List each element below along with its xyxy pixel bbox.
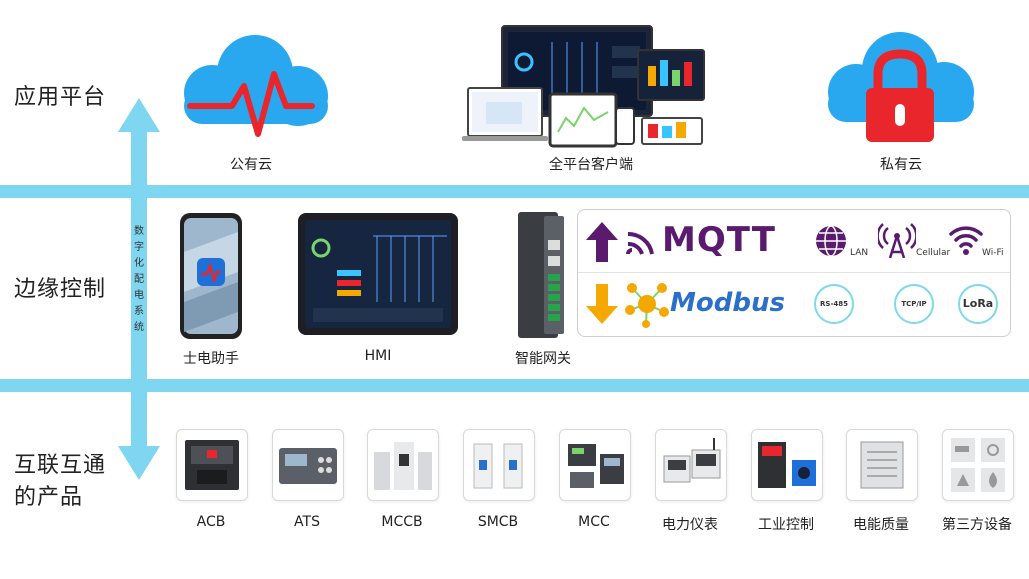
- tier-application-label: 应用平台: [14, 85, 107, 110]
- band-top: [0, 185, 1029, 198]
- acb-device-icon: [185, 440, 239, 490]
- cellular-label: Cellular: [916, 248, 951, 258]
- product-card-smcb: [463, 429, 535, 501]
- mqtt-signal-icon: [626, 231, 654, 255]
- all-platform-client-label: 全平台客户端: [549, 157, 633, 173]
- power-quality-icon: [860, 441, 904, 489]
- tablet-hmi: [298, 213, 458, 335]
- protocol-panel: MQTT LAN Cellular Wi-Fi: [577, 209, 1011, 337]
- product-card-ats: [272, 429, 344, 501]
- vertical-system-label: 数字化配电系统: [134, 226, 144, 333]
- hmi-label: HMI: [364, 348, 392, 364]
- public-cloud-label: 公有云: [230, 157, 272, 173]
- lan-label: LAN: [850, 248, 869, 258]
- rs485-badge: RS-485: [814, 284, 854, 324]
- product-label-industrial-control: 工业控制: [758, 517, 814, 533]
- product-label-power-meter: 电力仪表: [662, 517, 718, 533]
- download-arrow-icon: [586, 284, 618, 324]
- tier-products-label-2: 的产品: [14, 485, 84, 510]
- product-label-mcc: MCC: [578, 514, 610, 530]
- product-card-power-quality: [846, 429, 918, 501]
- protocol-divider: [578, 272, 1010, 273]
- product-label-power-quality: 电能质量: [853, 517, 909, 533]
- product-card-industrial-control: [751, 429, 823, 501]
- product-label-acb: ACB: [196, 514, 226, 530]
- mccb-device-icon: [374, 442, 432, 490]
- tier-products-label-1: 互联互通: [14, 453, 107, 478]
- product-label-mccb: MCCB: [381, 514, 423, 530]
- power-meter-icon: [663, 438, 721, 483]
- product-card-power-meter: [655, 429, 727, 501]
- tier-edge-label: 边缘控制: [14, 277, 107, 302]
- private-cloud-label: 私有云: [880, 157, 922, 173]
- phone-app-label: 士电助手: [183, 351, 239, 367]
- product-label-ats: ATS: [294, 514, 320, 530]
- mqtt-text: MQTT: [662, 220, 776, 260]
- phone-app: [180, 213, 242, 339]
- product-label-third-party: 第三方设备: [942, 517, 1012, 533]
- product-card-mcc: [559, 429, 631, 501]
- tcpip-badge: TCP/IP: [894, 284, 934, 324]
- product-card-acb: [176, 429, 248, 501]
- product-label-smcb: SMCB: [477, 514, 519, 530]
- product-card-third-party: [942, 429, 1014, 501]
- band-bottom: [0, 379, 1029, 392]
- cloud-lock-icon: [828, 32, 974, 142]
- wifi-icon: [949, 226, 983, 255]
- smart-gateway-label: 智能网关: [515, 351, 571, 367]
- ats-device-icon: [279, 448, 337, 484]
- cellular-tower-icon: [878, 223, 916, 258]
- third-party-devices-icon: [951, 438, 1005, 492]
- lora-badge: LoRa: [958, 284, 998, 324]
- mcc-device-icon: [568, 444, 624, 488]
- multi-device-screens: [462, 25, 705, 148]
- industrial-control-icon: [758, 442, 816, 488]
- wifi-label: Wi-Fi: [982, 248, 1004, 258]
- modbus-network-icon: [625, 283, 669, 328]
- cloud-heartbeat-icon: [184, 35, 328, 137]
- modbus-text: Modbus: [670, 288, 785, 318]
- lan-globe-icon: [816, 225, 846, 257]
- gateway-device: [518, 212, 564, 338]
- smcb-device-icon: [473, 443, 523, 489]
- vertical-double-arrow-icon: [118, 98, 160, 480]
- product-card-mccb: [367, 429, 439, 501]
- upload-arrow-icon: [586, 222, 618, 262]
